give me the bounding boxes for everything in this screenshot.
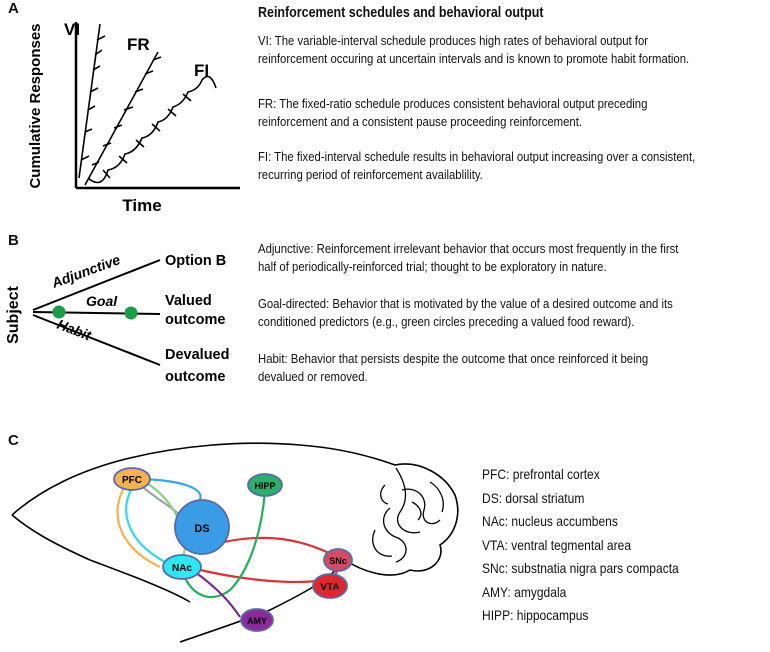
habit-description-line-1: Habit: Behavior that persists despite th… xyxy=(258,351,649,366)
fi-description-line-2: recurring period of reinforcement availa… xyxy=(258,167,483,182)
devalued-label-line-2: outcome xyxy=(165,369,225,385)
nac-vta-connection xyxy=(191,566,326,584)
legend-snc: SNc: substnatia nigra pars compacta xyxy=(482,560,679,576)
fi-label: FI xyxy=(194,61,209,80)
panel-c-letter: C xyxy=(8,432,19,449)
habit-description: Habit: Behavior that persists despite th… xyxy=(258,350,648,386)
goal-path xyxy=(32,311,161,315)
predictor-circle-2 xyxy=(124,306,138,320)
goal-label: Goal xyxy=(86,293,118,309)
valued-label-line-1: Valued xyxy=(165,293,212,309)
legend-amy: AMY: amygdala xyxy=(482,583,567,600)
adjunctive-description: Adjunctive: Reinforcement irrelevant beh… xyxy=(258,240,678,276)
habit-path xyxy=(32,314,161,366)
y-axis-label: Cumulative Responses xyxy=(27,23,44,188)
brain-diagram: PFC DS NAc HIPP SNc VTA AMY xyxy=(11,442,459,643)
fi-curve xyxy=(87,75,217,184)
subject-label: Subject xyxy=(5,285,22,343)
fi-description: FI: The fixed-interval schedule results … xyxy=(258,148,695,184)
adjunctive-description-line-1: Adjunctive: Reinforcement irrelevant beh… xyxy=(258,241,679,256)
habit-label: Habit xyxy=(55,316,95,344)
region-amy: AMY xyxy=(240,608,274,632)
cerebellum-folds xyxy=(372,467,444,563)
svg-text:AMY: AMY xyxy=(247,616,267,626)
svg-text:PFC: PFC xyxy=(122,475,142,486)
legend-pfc: PFC: prefrontal cortex xyxy=(482,466,600,482)
brain-outline xyxy=(11,442,459,643)
fr-curve xyxy=(84,51,162,186)
option-b-label: Option B xyxy=(165,253,226,269)
valued-label-line-2: outcome xyxy=(165,312,225,328)
legend-nac: NAc: nucleus accumbens xyxy=(482,513,618,529)
legend-hipp: HIPP: hippocampus xyxy=(482,607,589,623)
svg-text:SNc: SNc xyxy=(329,556,347,566)
vi-label: VI xyxy=(64,20,80,39)
fr-description-line-1: FR: The fixed-ratio schedule produces co… xyxy=(258,96,648,111)
nac-amy-connection xyxy=(194,571,241,618)
legend-vta: VTA: ventral tegmental area xyxy=(482,536,632,553)
region-ds: DS xyxy=(174,499,230,555)
connections xyxy=(116,477,341,618)
region-vta: VTA xyxy=(312,573,348,599)
vi-description-line-1: VI: The variable-interval schedule produ… xyxy=(258,33,649,48)
svg-text:HIPP: HIPP xyxy=(254,481,275,491)
habit-description-line-2: devalued or removed. xyxy=(258,369,368,384)
vi-description: VI: The variable-interval schedule produ… xyxy=(258,32,689,68)
predictor-circle-1 xyxy=(52,305,66,319)
x-axis-label: Time xyxy=(122,196,161,215)
vi-curve xyxy=(78,23,106,179)
devalued-label-line-1: Devalued xyxy=(165,347,229,363)
region-hipp: HIPP xyxy=(247,473,283,497)
fr-description: FR: The fixed-ratio schedule produces co… xyxy=(258,95,647,131)
vi-description-line-2: reinforcement occuring at uncertain inte… xyxy=(258,51,690,66)
panel-b-behavior-diagram: Subject Adjunctive Goal Habit Option B V… xyxy=(5,251,229,385)
goal-description-line-1: Goal-directed: Behavior that is motivate… xyxy=(258,296,673,311)
panel-a-letter: A xyxy=(8,0,19,17)
svg-text:NAc: NAc xyxy=(172,563,192,574)
fr-label: FR xyxy=(127,35,150,54)
fi-description-line-1: FI: The fixed-interval schedule results … xyxy=(258,149,696,164)
pfc-nac-connection xyxy=(125,487,166,563)
region-snc: SNc xyxy=(323,548,353,572)
panel-a-heading: Reinforcement schedules and behavioral o… xyxy=(258,5,544,21)
pfc-nac-orange-connection xyxy=(116,485,161,568)
adjunctive-label: Adjunctive xyxy=(49,251,123,291)
region-legend: PFC: prefrontal cortex DS: dorsal striat… xyxy=(482,463,711,628)
adjunctive-path xyxy=(32,259,161,311)
panel-a-schedule-graph: Cumulative Responses Time VI FR FI xyxy=(27,20,240,215)
svg-text:DS: DS xyxy=(194,523,209,535)
adjunctive-description-line-2: half of periodically-reinforced trial; t… xyxy=(258,259,607,274)
fr-description-line-2: reinforcement and a consistent pause pro… xyxy=(258,114,583,129)
legend-ds: DS: dorsal striatum xyxy=(482,489,585,506)
goal-description: Goal-directed: Behavior that is motivate… xyxy=(258,295,673,331)
panel-b-letter: B xyxy=(8,232,19,249)
svg-text:VTA: VTA xyxy=(320,582,339,593)
goal-description-line-2: conditioned predictors (e.g., green circ… xyxy=(258,314,635,329)
region-pfc: PFC xyxy=(113,467,151,491)
region-nac: NAc xyxy=(162,554,202,580)
hipp-nac-connection xyxy=(180,489,267,599)
